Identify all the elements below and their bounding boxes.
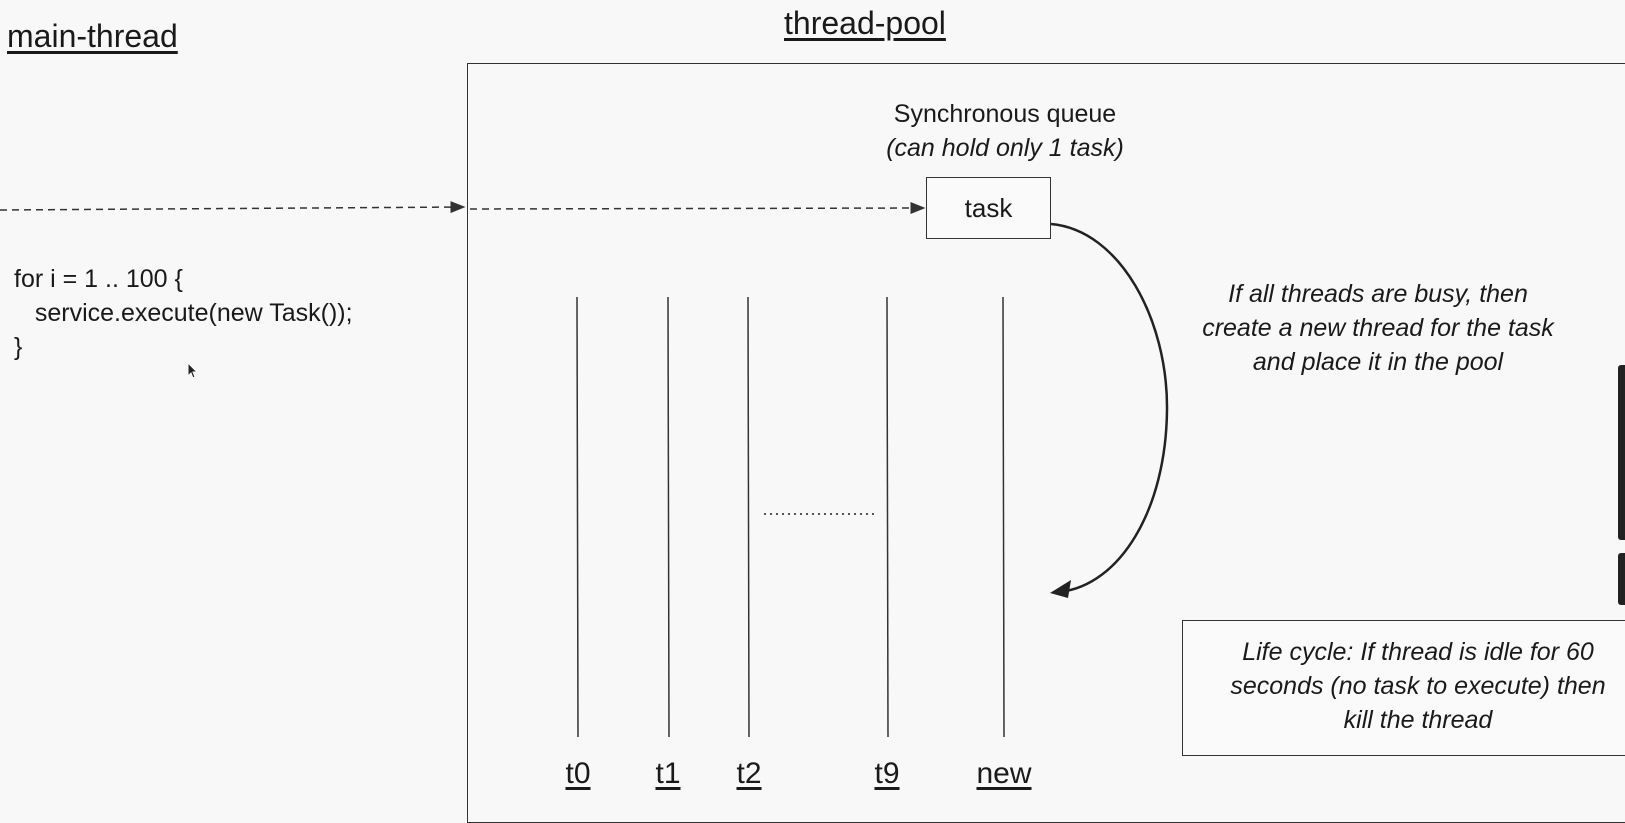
- task-label: task: [964, 192, 1013, 223]
- thread-line-new: [1002, 296, 1005, 738]
- busy-note-line: create a new thread for the task: [1202, 314, 1554, 342]
- thread-label-t9: t9: [874, 757, 900, 790]
- busy-note-line: If all threads are busy, then: [1228, 280, 1528, 308]
- life-cycle-line: kill the thread: [1343, 706, 1493, 734]
- task-box: task: [926, 177, 1051, 239]
- code-line: for i = 1 .. 100 {: [14, 265, 183, 293]
- edge-tab[interactable]: [1618, 553, 1625, 605]
- queue-label-subtitle: (can hold only 1 task): [886, 134, 1124, 162]
- thread-line-t9: [886, 296, 889, 738]
- queue-label: Synchronous queue (can hold only 1 task): [864, 97, 1146, 165]
- life-cycle-line: seconds (no task to execute) then: [1230, 672, 1606, 700]
- busy-note-line: and place it in the pool: [1252, 348, 1504, 376]
- life-cycle-box: Life cycle: If thread is idle for 60 sec…: [1182, 620, 1625, 756]
- thread-line-t1: [667, 296, 670, 738]
- thread-label-t2: t2: [736, 757, 762, 790]
- edge-tab[interactable]: [1618, 365, 1625, 540]
- life-cycle-line: Life cycle: If thread is idle for 60: [1242, 638, 1594, 666]
- thread-line-t2: [747, 296, 750, 738]
- busy-note: If all threads are busy, then create a n…: [1168, 277, 1588, 379]
- code-block: for i = 1 .. 100 { service.execute(new T…: [14, 262, 353, 364]
- thread-pool-title: thread-pool: [784, 5, 946, 41]
- code-line: }: [14, 333, 23, 361]
- thread-line-t0: [576, 296, 579, 738]
- thread-label-new: new: [976, 757, 1032, 790]
- life-cycle-text: Life cycle: If thread is idle for 60 sec…: [1203, 635, 1625, 737]
- mouse-pointer-icon: [187, 362, 199, 379]
- code-line: service.execute(new Task());: [14, 299, 353, 327]
- submit-arrow-queue: [469, 202, 926, 215]
- thread-label-t0: t0: [565, 757, 591, 790]
- curved-arrow-head: [1050, 580, 1071, 598]
- thread-label-t1: t1: [655, 757, 681, 790]
- submit-arrow-main: [0, 201, 466, 214]
- curved-arrow: [1050, 222, 1169, 594]
- main-thread-title: main-thread: [7, 18, 178, 54]
- queue-label-title: Synchronous queue: [893, 100, 1117, 128]
